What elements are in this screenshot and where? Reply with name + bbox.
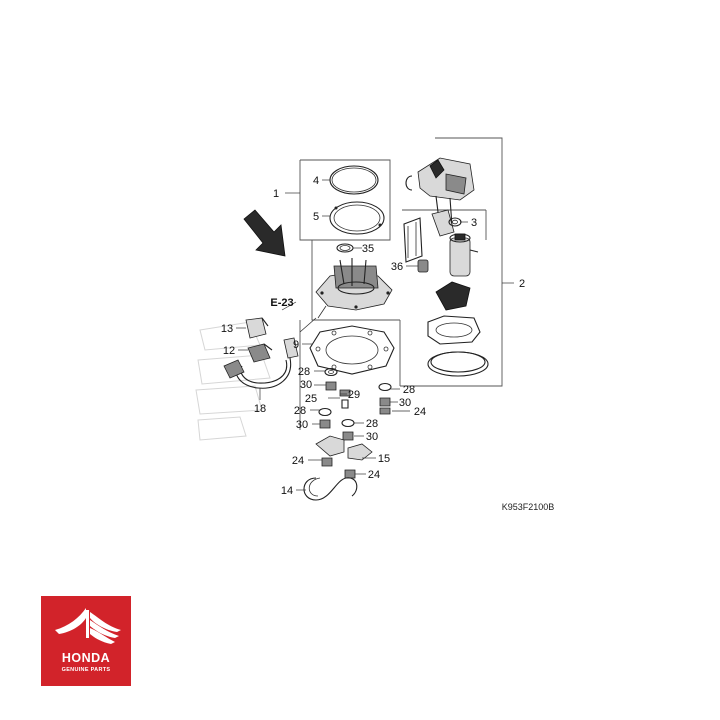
callout-35: 35 xyxy=(362,243,374,255)
callout-28-b: 28 xyxy=(294,405,306,417)
callout-28-d: 28 xyxy=(366,418,378,430)
connector-12 xyxy=(247,343,273,363)
pump-motor xyxy=(449,233,479,277)
pump-ring xyxy=(427,351,489,377)
brand-name: HONDA xyxy=(61,651,111,665)
honda-genuine-parts-logo: HONDA GENUINE PARTS xyxy=(41,596,131,686)
pump-flange xyxy=(315,258,393,319)
callout-2: 2 xyxy=(519,278,525,290)
o-ring-35 xyxy=(336,243,354,253)
honda-wing-icon xyxy=(55,608,121,644)
callout-36: 36 xyxy=(391,261,403,273)
fastener-stack xyxy=(318,367,392,441)
callout-14: 14 xyxy=(281,485,293,497)
callout-12: 12 xyxy=(223,345,235,357)
pointer-arrow-icon xyxy=(243,209,286,257)
callout-24-c: 24 xyxy=(368,469,380,481)
callout-24-a: 24 xyxy=(414,406,426,418)
callout-5: 5 xyxy=(313,211,319,223)
callout-15: 15 xyxy=(378,453,390,465)
callout-labels: 1 2 3 4 5 9 12 13 14 15 18 24 24 24 25 2… xyxy=(221,175,554,512)
callout-28-a: 28 xyxy=(298,366,310,378)
bracket-15 xyxy=(315,435,373,479)
gasket-9 xyxy=(309,325,395,375)
callout-24-b: 24 xyxy=(292,455,304,467)
callout-9: 9 xyxy=(293,339,299,351)
callout-30-b: 30 xyxy=(399,397,411,409)
section-ref-label: E-23 xyxy=(270,297,293,309)
diagram-reference-code: K953F2100B xyxy=(502,502,555,512)
brand-tagline: GENUINE PARTS xyxy=(61,667,111,673)
callout-4: 4 xyxy=(313,175,319,187)
callout-1: 1 xyxy=(273,188,279,200)
callout-13: 13 xyxy=(221,323,233,335)
callout-30-d: 30 xyxy=(366,431,378,443)
strainer-36 xyxy=(403,217,429,273)
cable-14 xyxy=(303,477,358,501)
leader-lines xyxy=(236,179,514,491)
fuel-pump-module xyxy=(405,157,475,237)
callout-18: 18 xyxy=(254,403,266,415)
connector-13 xyxy=(245,317,269,339)
assembly-brackets xyxy=(299,137,503,430)
callout-28-c: 28 xyxy=(403,384,415,396)
hose-18 xyxy=(223,317,317,389)
callout-29: 29 xyxy=(348,389,360,401)
callout-30-a: 30 xyxy=(300,379,312,391)
o-ring-4 xyxy=(329,165,379,195)
callout-30-c: 30 xyxy=(296,419,308,431)
setting-ring-5 xyxy=(329,201,385,235)
callout-25: 25 xyxy=(305,393,317,405)
watermark xyxy=(195,321,271,441)
callout-3: 3 xyxy=(471,217,477,229)
pump-holder xyxy=(427,281,481,345)
